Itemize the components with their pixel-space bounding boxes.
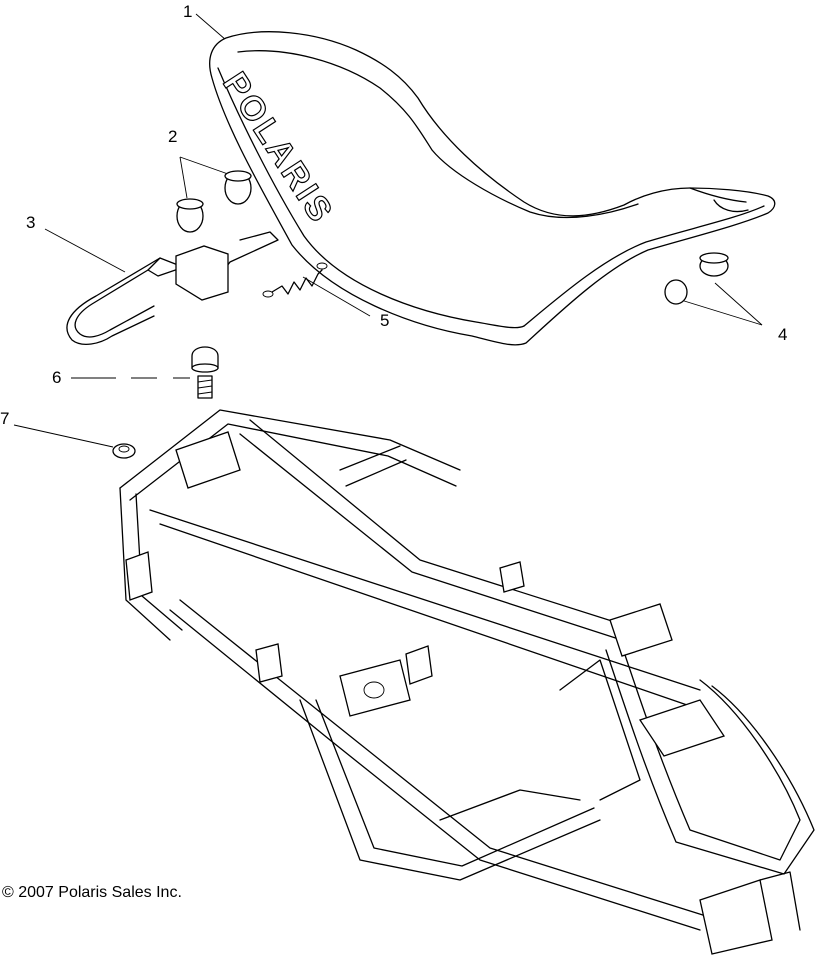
callout-7: 7: [0, 409, 10, 428]
washer-part-7: [112, 443, 136, 459]
callout-5: 5: [380, 311, 390, 330]
callout-6: 6: [52, 368, 62, 387]
bumper-part-4: [664, 252, 729, 305]
callout-2: 2: [168, 127, 178, 146]
spring-part-5: [262, 262, 328, 298]
bumper-part-2: [176, 170, 252, 233]
callout-4: 4: [778, 325, 788, 344]
copyright-notice: © 2007 Polaris Sales Inc.: [2, 884, 182, 901]
frame-assembly: [119, 409, 815, 955]
pin-part-6: [191, 346, 219, 399]
seat-part-1: POLARIS: [209, 31, 776, 346]
leader-lines: [13, 13, 763, 448]
callout-3: 3: [26, 213, 36, 232]
latch-rod-part-3: [66, 231, 279, 346]
callout-1: 1: [183, 2, 193, 21]
